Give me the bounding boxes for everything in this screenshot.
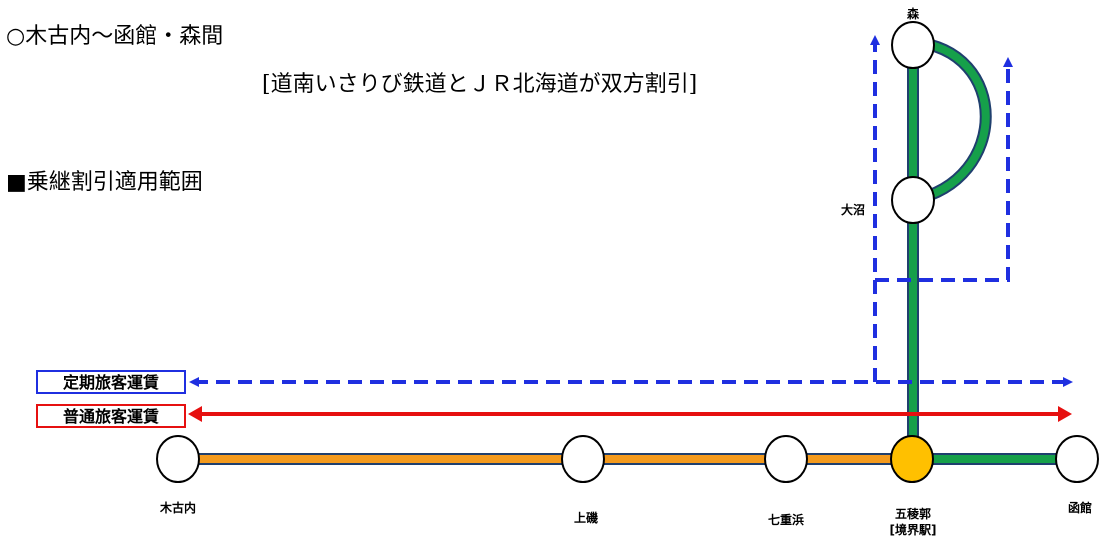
page-subtitle: [道南いさりび鉄道とＪＲ北海道が双方割引] (262, 72, 698, 97)
station-name-goryokaku: 五稜郭 (894, 507, 932, 521)
legend-commuter-fare: 定期旅客運賃 (36, 370, 186, 394)
station-label-nanaehama: 七重浜 (767, 513, 805, 527)
station-kikonai (156, 435, 200, 483)
boundary-station-note: [境界駅] (889, 523, 937, 537)
station-hakodate (1055, 435, 1099, 483)
section-heading: ■乗継割引適用範囲 (6, 170, 203, 195)
page-title: ○木古内～函館・森間 (6, 24, 224, 49)
jr-loop-line-fill (912, 38, 990, 204)
station-label-kamiiso: 上磯 (573, 511, 599, 525)
station-nanaehama (764, 435, 808, 483)
station-kamiiso (561, 435, 605, 483)
station-label-mori: 森 (906, 7, 920, 21)
commuter-fare-arrow-loop (875, 57, 1013, 282)
station-mori (891, 21, 935, 69)
station-label-kikonai: 木古内 (159, 501, 197, 515)
station-goryokaku (890, 435, 934, 483)
legend-regular-fare: 普通旅客運賃 (36, 404, 186, 428)
regular-fare-arrowhead-right (1058, 406, 1072, 422)
station-onuma (891, 176, 935, 224)
station-label-onuma: 大沼 (840, 203, 866, 217)
station-label-goryokaku: 五稜郭 [境界駅] (890, 506, 937, 538)
regular-fare-arrowhead-left (188, 406, 202, 422)
station-label-hakodate: 函館 (1067, 501, 1093, 515)
